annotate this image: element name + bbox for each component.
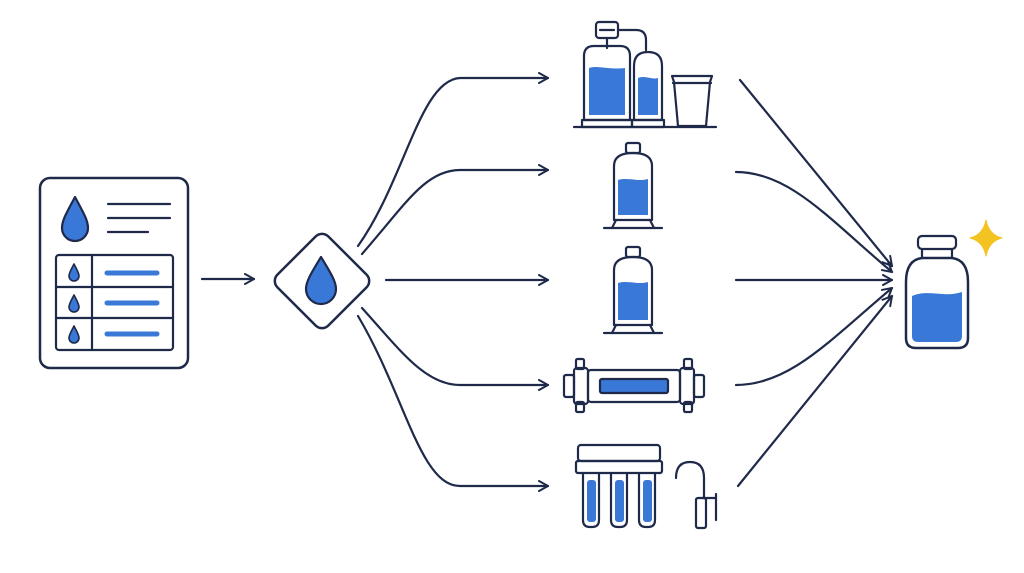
water-softener-system-icon xyxy=(572,20,718,129)
converge-arrow-5 xyxy=(736,294,894,488)
clean-water-jar-icon xyxy=(904,234,970,350)
uv-sterilizer-icon xyxy=(562,357,706,414)
branch-arrow-5 xyxy=(356,314,550,492)
converge-arrow-1 xyxy=(738,78,894,268)
faucet-icon xyxy=(674,460,706,500)
branch-arrow-1 xyxy=(356,72,550,248)
converge-arrow-2 xyxy=(734,170,894,274)
whole-house-filter-tank-icon xyxy=(602,141,664,230)
converge-arrow-4 xyxy=(734,286,894,387)
reverse-osmosis-system-icon xyxy=(574,443,718,530)
branch-arrow-2 xyxy=(360,164,550,256)
water-quality-report-icon xyxy=(38,176,190,370)
water-drop-diamond-icon xyxy=(273,232,371,330)
branch-arrow-4 xyxy=(360,306,550,391)
carbon-filter-tank-icon xyxy=(602,245,664,335)
sparkle-icon xyxy=(969,219,1003,257)
